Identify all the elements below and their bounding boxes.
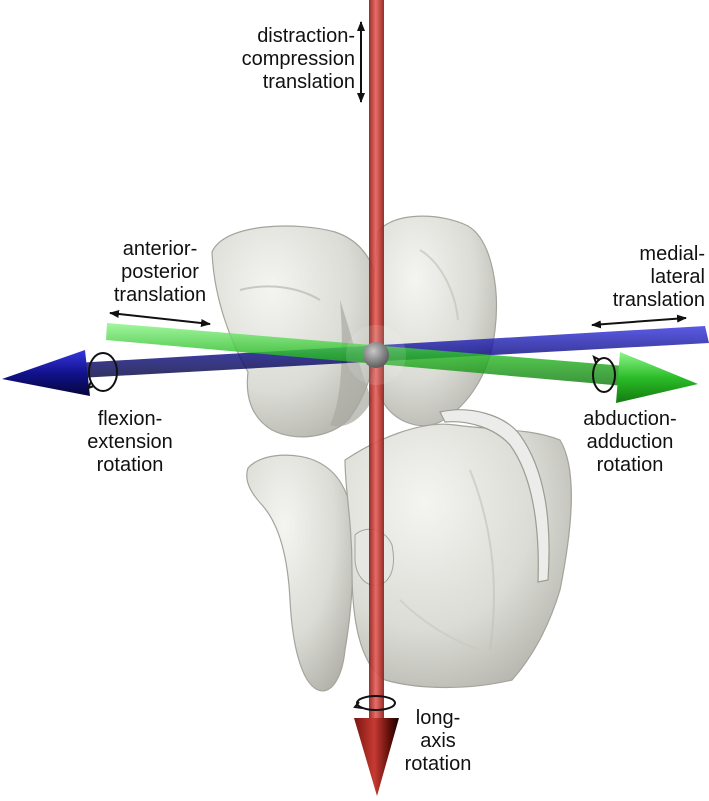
abduction-adduction-line-3: rotation <box>596 454 664 476</box>
anterior-posterior-arrow <box>109 310 211 327</box>
distraction-compression-line-3: translation <box>262 71 355 93</box>
long-axis-line-3: rotation <box>404 753 472 775</box>
flexion-extension-label: flexion- extension rotation <box>70 408 190 477</box>
medial-lateral-line-2: lateral <box>650 266 705 288</box>
green-axis-arrowhead <box>616 352 698 403</box>
long-axis-label: long- axis rotation <box>388 707 488 776</box>
tibia <box>344 423 572 689</box>
anterior-posterior-label: anterior- posterior translation <box>85 238 235 307</box>
abduction-adduction-rotation-icon <box>592 355 616 393</box>
medial-lateral-label: medial- lateral translation <box>575 243 705 312</box>
medial-lateral-line-1: medial- <box>639 243 705 265</box>
distraction-compression-line-1: distraction- <box>257 25 355 47</box>
flexion-extension-line-2: extension <box>87 431 173 453</box>
long-axis-rotation-icon <box>353 695 396 711</box>
long-axis-line-2: axis <box>420 730 456 752</box>
patellar-tendon <box>439 409 550 583</box>
long-axis-arrowhead <box>354 718 399 796</box>
blue-axis-arrowhead <box>2 350 90 396</box>
medial-lateral-line-3: translation <box>612 289 705 311</box>
femur-lateral-condyle <box>370 215 498 427</box>
origin-sphere <box>363 342 389 368</box>
abduction-adduction-line-1: abduction- <box>583 408 677 430</box>
flexion-extension-line-1: flexion- <box>97 408 163 430</box>
distraction-compression-line-2: compression <box>241 48 355 70</box>
long-axis-line-1: long- <box>415 707 461 729</box>
distraction-compression-label: distraction- compression translation <box>230 25 355 94</box>
anterior-posterior-line-1: anterior- <box>122 238 198 260</box>
anterior-posterior-line-3: translation <box>113 284 207 306</box>
abduction-adduction-label: abduction- adduction rotation <box>570 408 690 477</box>
flexion-extension-line-3: rotation <box>96 454 164 476</box>
flexion-extension-rotation-icon <box>86 352 118 392</box>
anterior-posterior-line-2: posterior <box>121 261 199 283</box>
medial-lateral-arrow <box>591 314 687 329</box>
femur-notch-shadow <box>330 300 372 427</box>
fibula <box>246 454 354 692</box>
knee-bones <box>211 215 572 692</box>
abduction-adduction-line-2: adduction <box>586 431 674 453</box>
